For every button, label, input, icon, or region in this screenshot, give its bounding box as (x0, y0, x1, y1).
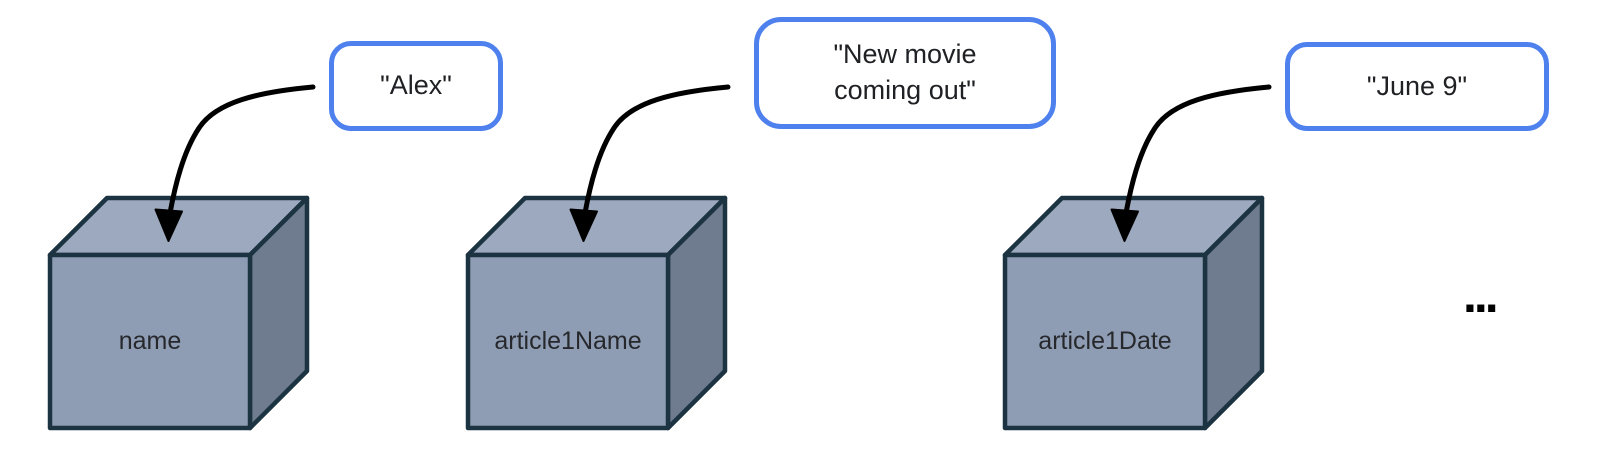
cube-front-face (465, 252, 671, 431)
value-text: "June 9" (1366, 70, 1468, 101)
ellipsis: ... (1463, 267, 1499, 323)
value-bubble-article1name: "New movie coming out" (754, 17, 1056, 129)
value-bubble-article1date: "June 9" (1285, 42, 1549, 131)
value-text: "New movie coming out" (833, 39, 977, 105)
cube-name (47, 195, 310, 431)
cube-article1date (1002, 195, 1265, 431)
cube-label-name: name (118, 327, 182, 355)
cube-article1name (465, 195, 728, 431)
value-text: "Alex" (380, 70, 452, 101)
cube-label-article1date: article1Date (1038, 327, 1172, 355)
cube-front-face (47, 252, 253, 431)
cube-front-face (1002, 252, 1208, 431)
value-bubble-name: "Alex" (329, 41, 503, 131)
cube-label-article1name: article1Name (494, 327, 642, 355)
